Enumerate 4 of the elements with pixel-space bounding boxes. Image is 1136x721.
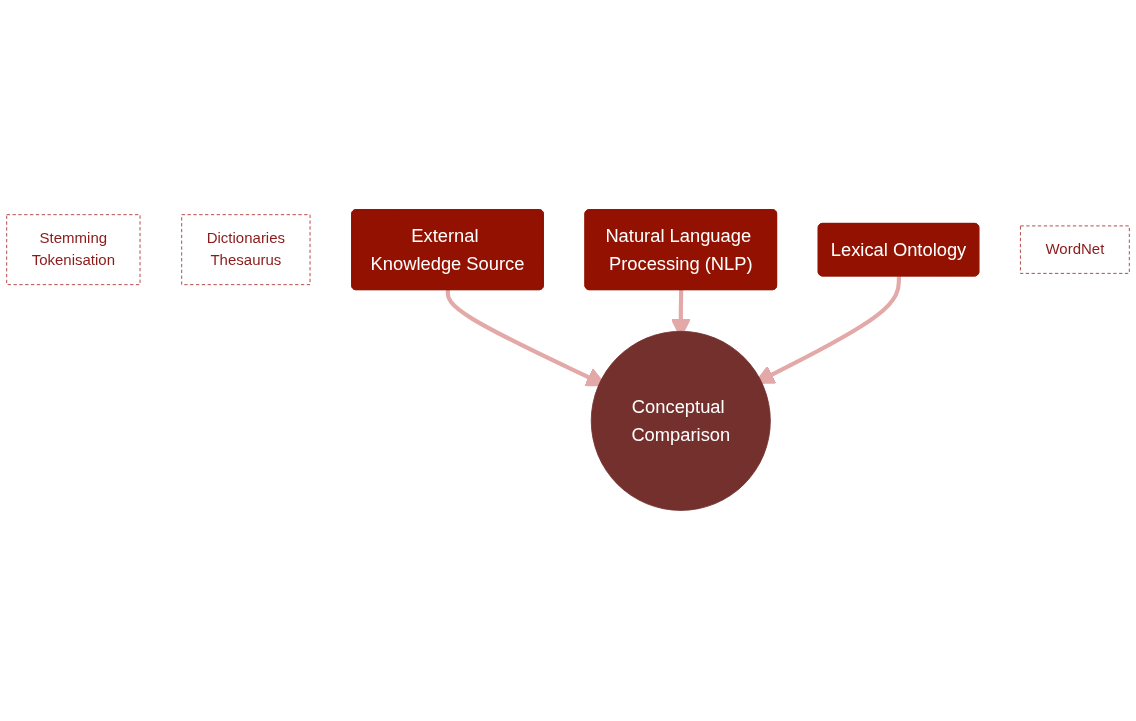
node-box: Stemming Tokenisation xyxy=(6,214,141,286)
node-box: WordNet xyxy=(1020,225,1130,275)
node-box: Dictionaries Thesaurus xyxy=(181,214,311,286)
node-circle: Conceptual Comparison xyxy=(590,331,771,512)
